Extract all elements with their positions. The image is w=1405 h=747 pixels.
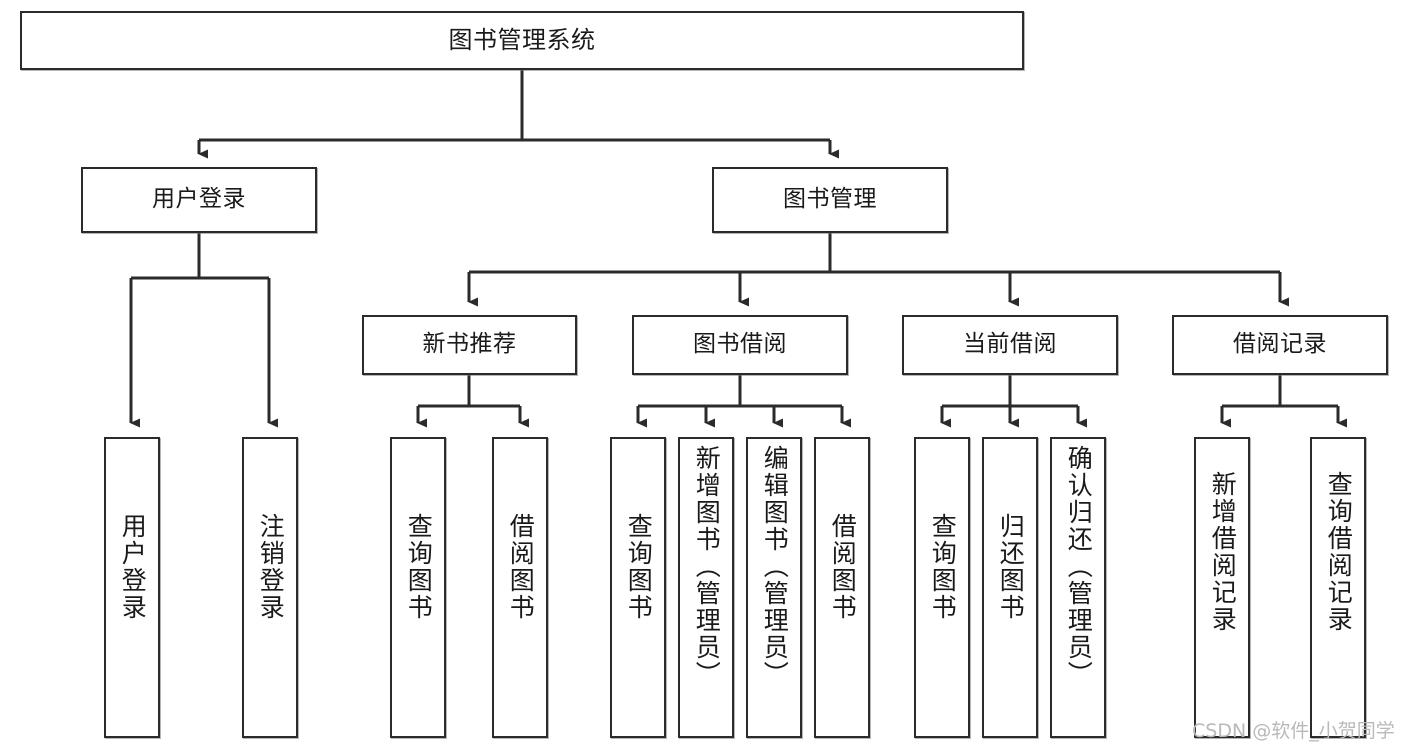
node-current-borrow[interactable]: 当前借阅: [902, 315, 1118, 375]
leaf-add-book-admin[interactable]: 新增图书（管理员）: [678, 437, 734, 738]
node-label: 图书借阅: [693, 331, 787, 358]
leaf-confirm-return-admin[interactable]: 确认归还（管理员）: [1050, 437, 1106, 738]
node-book-management[interactable]: 图书管理: [712, 167, 948, 233]
node-book-borrow[interactable]: 图书借阅: [632, 315, 848, 375]
node-label: 查询借阅记录: [1324, 471, 1354, 633]
node-label: 用户登录: [152, 186, 246, 213]
node-label: 注销登录: [256, 513, 286, 621]
node-label: 借阅记录: [1233, 331, 1327, 358]
node-label: 新增图书（管理员）: [692, 445, 722, 688]
leaf-add-borrow-record[interactable]: 新增借阅记录: [1194, 437, 1250, 738]
node-borrow-records[interactable]: 借阅记录: [1172, 315, 1388, 375]
node-label: 查询图书: [404, 513, 434, 621]
node-user-login[interactable]: 用户登录: [81, 167, 317, 233]
leaf-edit-book-admin[interactable]: 编辑图书（管理员）: [746, 437, 802, 738]
node-new-book-recommend[interactable]: 新书推荐: [362, 315, 577, 375]
node-label: 当前借阅: [963, 331, 1057, 358]
node-label: 用户登录: [118, 513, 148, 621]
leaf-user-login[interactable]: 用户登录: [104, 437, 160, 738]
leaf-borrow-book[interactable]: 借阅图书: [814, 437, 870, 738]
leaf-logout[interactable]: 注销登录: [242, 437, 298, 738]
node-label: 查询图书: [624, 513, 654, 621]
leaf-query-book-current[interactable]: 查询图书: [914, 437, 970, 738]
node-label: 图书管理系统: [448, 26, 596, 55]
leaf-borrow-book-recommend[interactable]: 借阅图书: [492, 437, 548, 738]
node-label: 借阅图书: [828, 513, 858, 621]
leaf-query-book-recommend[interactable]: 查询图书: [390, 437, 446, 738]
node-label: 归还图书: [996, 513, 1026, 621]
node-label: 图书管理: [783, 186, 877, 213]
watermark-text: CSDN @软件_小贺同学: [1192, 720, 1395, 742]
node-label: 确认归还（管理员）: [1064, 445, 1094, 688]
node-label: 新书推荐: [422, 331, 517, 358]
leaf-query-book-borrow[interactable]: 查询图书: [610, 437, 666, 738]
node-label: 查询图书: [928, 513, 958, 621]
leaf-return-book[interactable]: 归还图书: [982, 437, 1038, 738]
leaf-query-borrow-record[interactable]: 查询借阅记录: [1310, 437, 1366, 738]
node-root-system[interactable]: 图书管理系统: [20, 11, 1024, 70]
node-label: 新增借阅记录: [1208, 471, 1238, 633]
node-label: 编辑图书（管理员）: [760, 445, 790, 688]
node-label: 借阅图书: [506, 513, 536, 621]
